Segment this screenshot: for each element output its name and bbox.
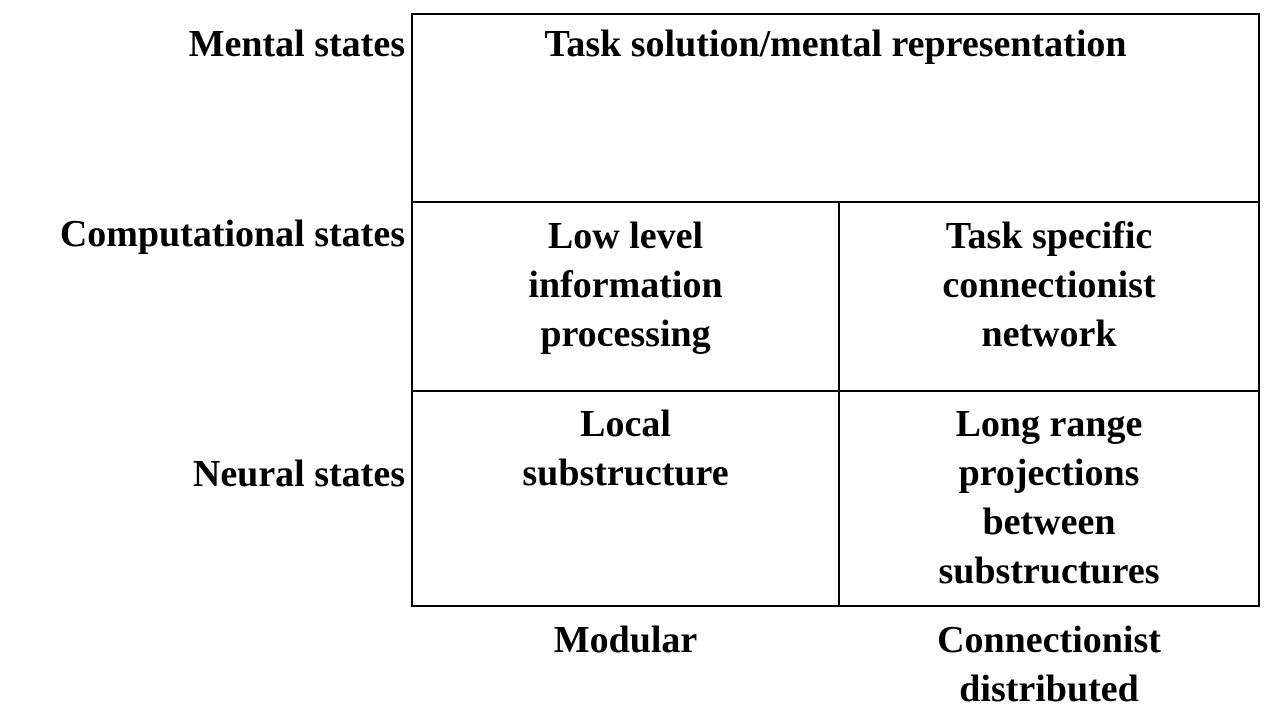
grid-border-bottom [411, 605, 1260, 607]
grid-divider-column [838, 201, 840, 607]
column-label-modular: Modular [553, 619, 698, 661]
row-label-computational-states: Computational states [59, 213, 405, 255]
row-label-mental-states: Mental states [188, 23, 405, 65]
grid-border-left [411, 13, 413, 607]
cell-low-level-processing: Low level information processing [528, 215, 723, 355]
cell-local-substructure: Local substructure [522, 403, 729, 494]
grid-divider-row-2 [411, 390, 1260, 392]
cell-mental-representation: Task solution/mental representation [544, 23, 1127, 65]
grid-divider-row-1 [411, 201, 1260, 203]
cell-task-specific-network: Task specific connectionist network [942, 215, 1156, 355]
row-label-neural-states: Neural states [192, 453, 405, 495]
grid-border-right [1258, 13, 1260, 607]
cell-long-range-projections: Long range projections between substruct… [938, 403, 1160, 592]
column-label-connectionist-distributed: Connectionist distributed [937, 619, 1161, 710]
grid-border-top [411, 13, 1260, 15]
